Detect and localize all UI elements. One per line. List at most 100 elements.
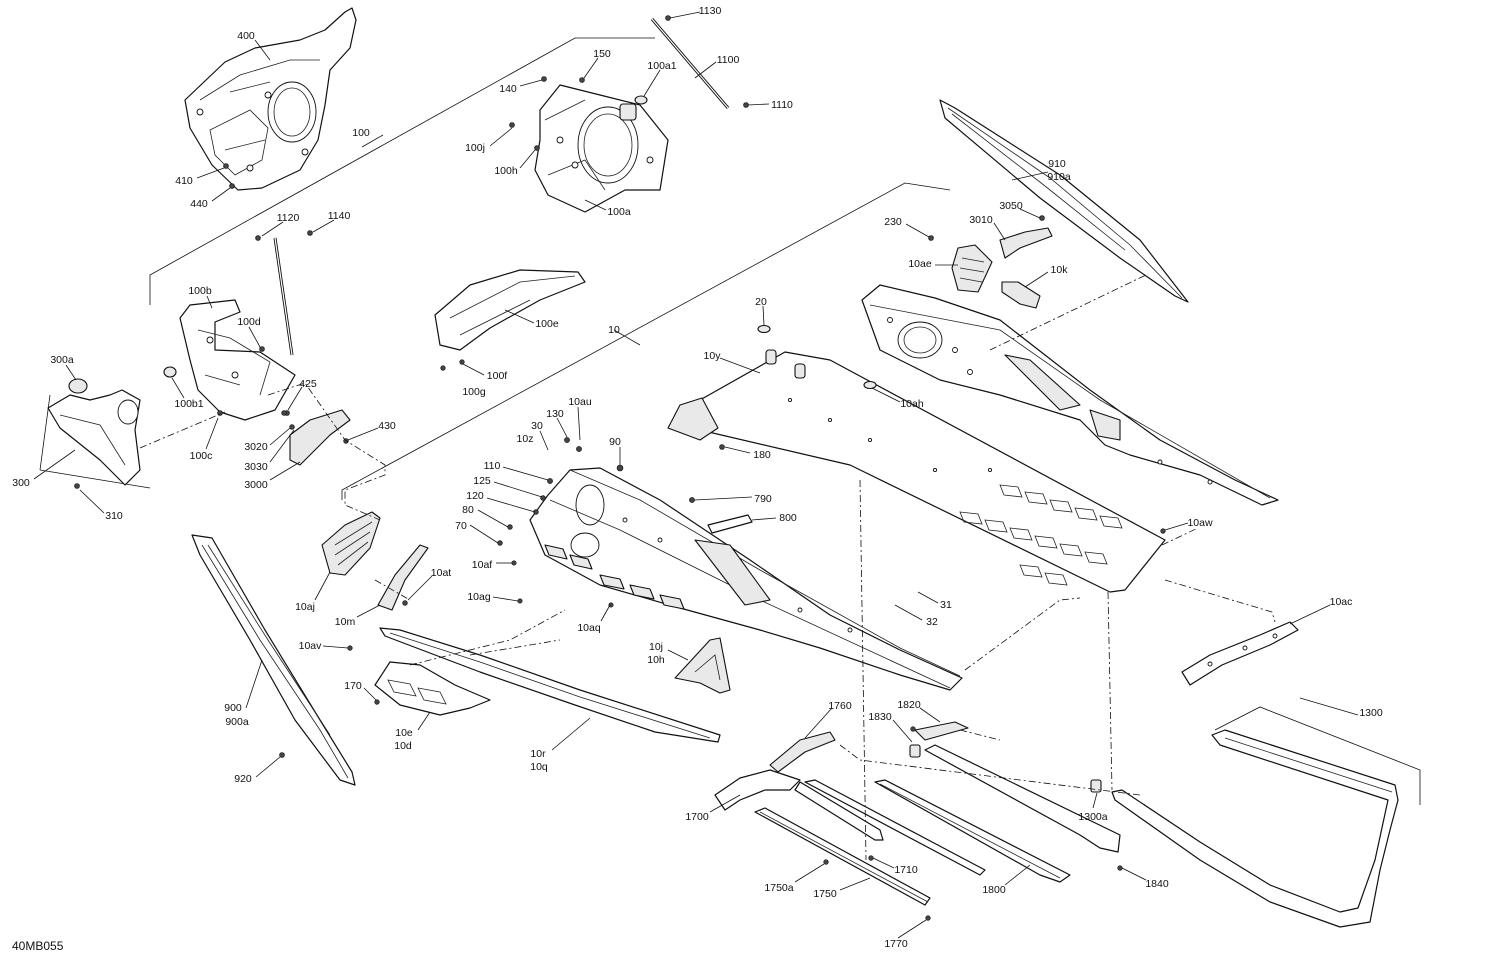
part-1800-rail [804,779,1071,883]
callout-430: 430 [378,420,396,432]
callout-130: 130 [546,408,564,420]
callout-1750: 1750 [813,888,837,900]
callout-1800: 1800 [982,884,1006,896]
callout-1760: 1760 [828,700,852,712]
callout-1300: 1300 [1359,707,1383,719]
callout-labels: 400 410 440 100 150 140 100a1 1130 1100 1110 100j 1… [12,5,1383,950]
callout-120: 120 [466,490,484,502]
tunnel-vent-cutouts [959,484,1123,586]
callout-1300a: 1300a [1078,811,1107,823]
callout-10aj: 10aj [295,601,315,613]
callout-790: 790 [754,493,772,505]
callout-100a: 100a [607,206,631,218]
callout-10y: 10y [704,350,722,362]
callout-1770: 1770 [884,938,908,950]
callout-100b: 100b [188,285,212,297]
callout-10ag: 10ag [467,591,491,603]
callout-31: 31 [940,599,952,611]
callout-10r: 10r [530,748,546,760]
callout-920: 920 [234,773,252,785]
callout-1140: 1140 [328,210,351,222]
callout-1110: 1110 [771,99,793,111]
callout-400: 400 [237,30,255,42]
callout-140: 140 [499,83,517,95]
callout-100c: 100c [190,450,213,462]
callout-300: 300 [12,477,30,489]
part-400-front-frame [184,7,357,191]
callout-32: 32 [926,616,938,628]
callout-3020: 3020 [244,441,268,453]
callout-100d: 100d [237,316,261,328]
callout-100h: 100h [494,165,518,177]
part-right-frame-rail [861,284,1279,506]
callout-1130: 1130 [699,5,722,17]
part-100b-side-frame [163,230,313,421]
callout-125: 125 [473,475,491,487]
callout-10au: 10au [568,396,592,408]
callout-910a: 910a [1047,171,1071,183]
part-1100-strut [650,15,749,109]
callout-3030: 3030 [244,461,268,473]
callout-10aq: 10aq [577,622,601,634]
callout-10q: 10q [530,761,548,773]
callout-1700: 1700 [685,811,709,823]
callout-100g: 100g [462,386,486,398]
diagram-code: 40MB055 [12,939,64,953]
part-10e-skid [374,661,491,716]
callout-425: 425 [299,378,317,390]
callout-170: 170 [344,680,362,692]
callout-10ah: 10ah [900,398,924,410]
callout-100f: 100f [487,370,508,382]
callout-1120: 1120 [277,212,300,224]
callout-10av: 10av [299,640,323,652]
leader-lines [33,11,1359,939]
part-1750-rail [754,807,931,921]
part-3010-bracket [928,215,1053,259]
callout-20: 20 [755,296,767,308]
part-100a-bulkhead [509,76,669,213]
callout-100j: 100j [465,142,485,154]
part-1710-rail [794,781,884,861]
callout-110: 110 [484,460,501,472]
callout-900: 900 [224,702,242,714]
callout-440: 440 [190,198,208,210]
callout-100: 100 [352,127,370,139]
part-10-left-frame-rail [497,437,963,691]
part-100e-deflector [434,269,586,371]
part-10ac-brace [1160,528,1299,686]
callout-1100: 1100 [717,54,740,66]
part-10aj-panel [321,511,381,576]
part-900-rail [191,534,356,786]
callout-1750a: 1750a [764,882,793,894]
part-3000-bracket [281,409,351,466]
callout-10ae: 10ae [908,258,932,270]
callout-80: 80 [462,504,474,516]
callout-30: 30 [531,420,543,432]
callout-3000: 3000 [244,479,268,491]
callout-90: 90 [609,436,621,448]
part-10m-bracket [377,544,429,611]
callout-10e: 10e [395,727,413,739]
callout-100e: 100e [535,318,559,330]
callout-100a1: 100a1 [647,60,676,72]
callout-1840: 1840 [1145,878,1169,890]
callout-10k: 10k [1051,264,1069,276]
callout-70: 70 [455,520,467,532]
callout-230: 230 [884,216,902,228]
part-10k-bracket [1001,281,1041,309]
callout-410: 410 [175,175,193,187]
part-1760-bracket [769,731,836,773]
part-1820-rail [909,721,1121,853]
callout-10z: 10z [517,433,534,445]
callout-3050: 3050 [999,200,1023,212]
callout-910: 910 [1048,158,1066,170]
callout-300a: 300a [50,354,74,366]
callout-150: 150 [593,48,611,60]
part-10r-rail [347,627,721,743]
callout-10ac: 10ac [1330,596,1353,608]
callout-180: 180 [753,449,771,461]
alignment-lines [139,273,1276,861]
part-10y-tunnel-plate [667,324,1166,593]
